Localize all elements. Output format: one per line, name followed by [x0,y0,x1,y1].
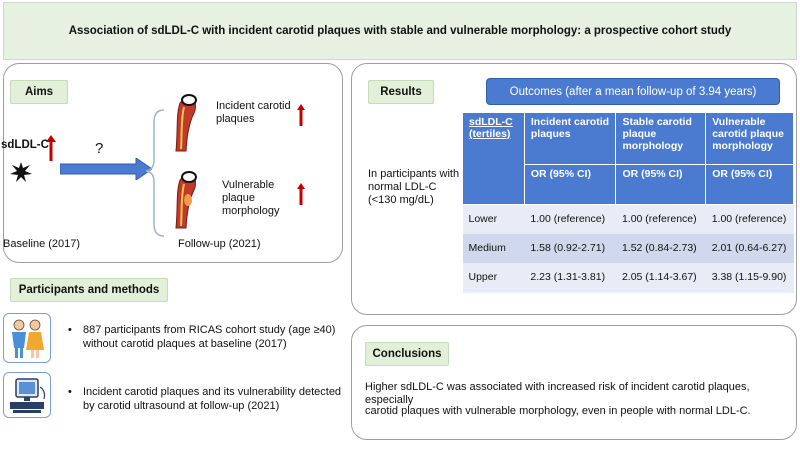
people-icon [12,319,44,358]
right-arrow-icon [60,158,152,180]
burst-icon [10,162,32,182]
conclusion-line-1: Higher sdLDL-C was associated with incre… [365,381,750,406]
table-header-row: sdLDL-C (tertiles) Incident carotid plaq… [462,112,794,205]
aims-tag-label: Aims [24,86,54,98]
header-tertiles: sdLDL-C (tertiles) [462,112,525,205]
row-cell: 3.38 (1.15-9.90) [705,262,794,293]
row-label: Medium [462,233,525,263]
table-row: Lower 1.00 (reference) 1.00 (reference) … [462,204,794,234]
participants-tag-label: Participants and methods [18,284,160,296]
row-label: Upper [462,262,525,293]
row-cell: 1.00 (reference) [524,204,616,234]
header-incident: Incident carotid plaques [523,112,617,165]
incident-label: Incident carotid plaques [216,100,291,125]
artery-incident-icon [175,94,197,152]
row-cell: 2.23 (1.31-3.81) [524,262,616,293]
header-vulnerable: Vulnerable carotid plaque morphology [705,112,794,165]
question-mark: ? [95,140,104,157]
population-label: In participants with normal LDL-C (<130 … [368,168,460,206]
header-tertiles-label: sdLDL-C (tertiles) [469,116,513,140]
conclusion-line-2: carotid plaques with vulnerable morpholo… [365,405,751,417]
row-label: Lower [462,204,525,234]
row-cell: 2.05 (1.14-3.67) [615,262,706,293]
row-cell: 1.52 (0.84-2.73) [615,233,706,263]
participants-text: 887 participants from RICAS cohort study… [83,324,336,350]
participants-tag: Participants and methods [10,278,168,302]
bullet-2: • [68,386,72,398]
artery-vulnerable-icon [175,171,197,229]
bracket [146,109,165,237]
bullet-1: • [68,324,72,336]
exposure-up-arrow-icon [46,135,56,161]
row-cell: 1.00 (reference) [705,204,794,234]
subheader-or-3: OR (95% CI) [705,164,794,205]
title-bar: Association of sdLDL-C with incident car… [3,2,797,60]
outcomes-label: Outcomes (after a mean follow-up of 3.94… [509,85,757,98]
baseline-label: Baseline (2017) [3,238,81,250]
subheader-or-2: OR (95% CI) [615,164,707,205]
table-row: Upper 2.23 (1.31-3.81) 2.05 (1.14-3.67) … [462,262,794,293]
computer-icon [10,378,46,413]
outcomes-header: Outcomes (after a mean follow-up of 3.94… [486,78,780,105]
vulnerable-label: Vulnerable plaque morphology [222,179,280,217]
computer-icon-frame [3,372,51,418]
sdldl-label: sdLDL-C [1,139,49,151]
conclusions-tag: Conclusions [365,342,449,366]
results-tag: Results [368,80,434,104]
row-cell: 2.01 (0.64-6.27) [705,233,794,263]
vulnerable-up-arrow-icon [297,183,305,205]
followup-label: Follow-up (2021) [178,238,261,250]
row-cell: 1.00 (reference) [615,204,706,234]
page-title: Association of sdLDL-C with incident car… [68,25,732,37]
incident-up-arrow-icon [297,104,305,126]
subheader-or-1: OR (95% CI) [523,164,617,205]
row-cell: 1.58 (0.92-2.71) [524,233,616,263]
results-table: sdLDL-C (tertiles) Incident carotid plaq… [462,112,794,293]
conclusions-tag-label: Conclusions [372,348,442,360]
results-tag-label: Results [380,86,422,98]
table-row: Medium 1.58 (0.92-2.71) 1.52 (0.84-2.73)… [462,233,794,263]
header-stable: Stable carotid plaque morphology [615,112,707,165]
people-icon-frame [3,313,51,363]
methods-text: Incident carotid plaques and its vulnera… [83,386,342,412]
table-subheader-row: OR (95% CI) OR (95% CI) OR (95% CI) [463,164,794,205]
aims-tag: Aims [10,80,68,104]
